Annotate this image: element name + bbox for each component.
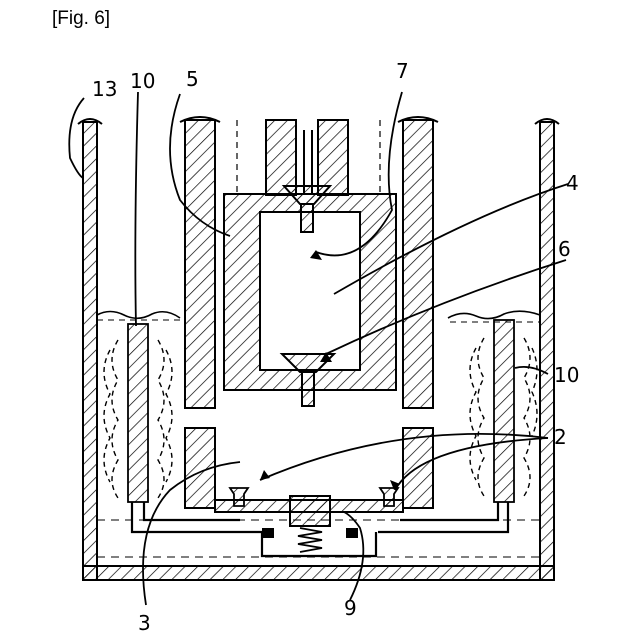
label-6: 6 [558,237,571,261]
label-9: 9 [344,596,357,620]
label-7: 7 [396,59,409,83]
heater-10-right [470,320,537,502]
label-10-right: 10 [554,363,579,387]
spring-9 [262,528,358,552]
heater-10-left [104,324,172,502]
label-10-left: 10 [130,69,155,93]
label-2: 2 [554,425,567,449]
label-4: 4 [566,171,579,195]
label-5: 5 [186,67,199,91]
label-13: 13 [92,77,117,101]
label-3: 3 [138,611,151,635]
upper-rod [266,120,348,195]
